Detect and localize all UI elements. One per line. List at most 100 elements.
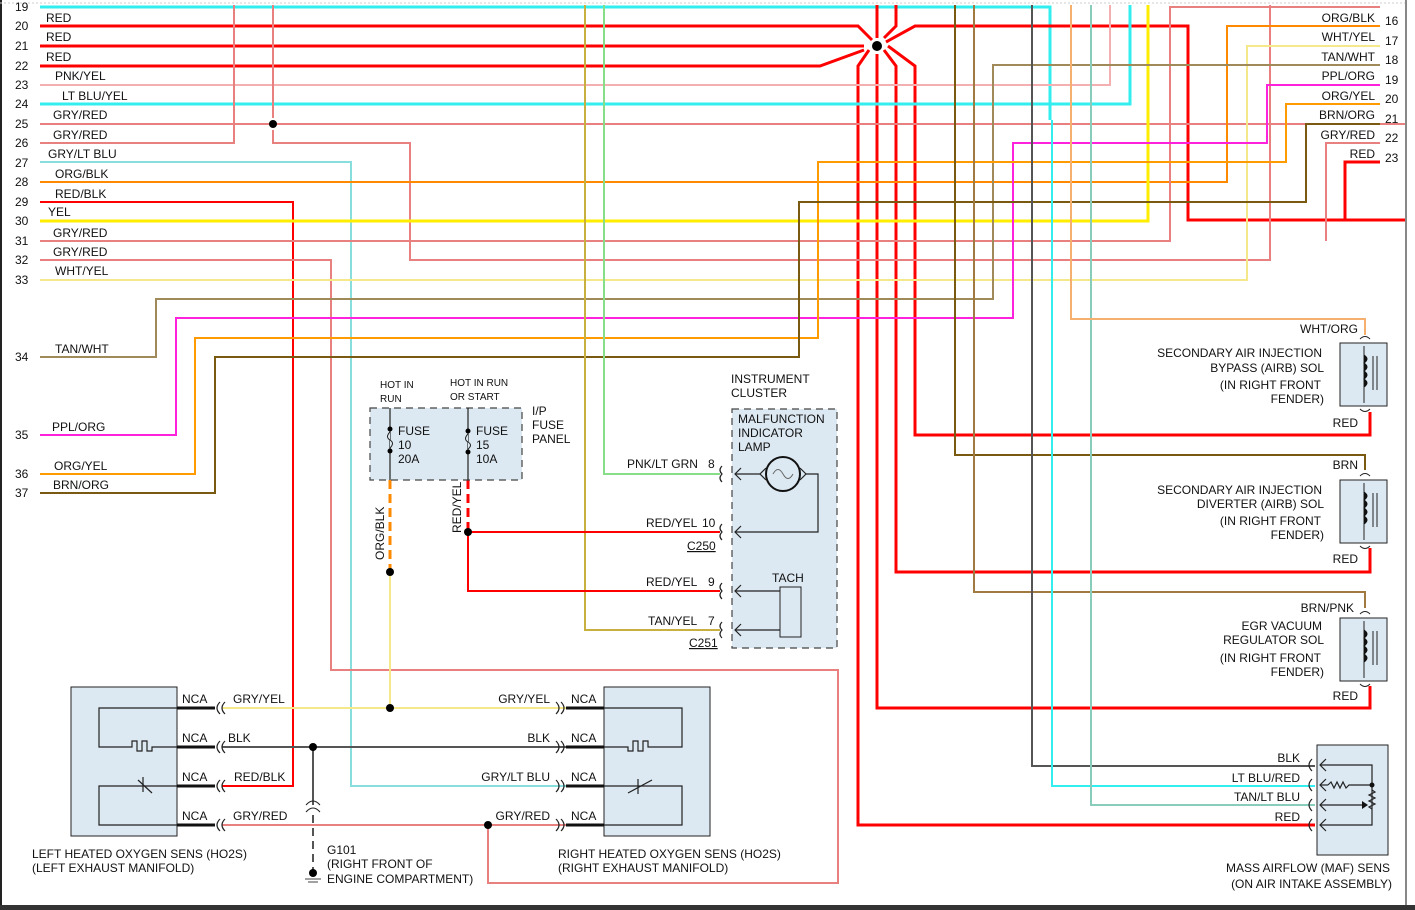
solenoid-location: (IN RIGHT FRONT xyxy=(1220,651,1322,665)
left-pin-number: 32 xyxy=(15,253,29,267)
wire-pin37-brn-org xyxy=(40,123,1380,494)
left-pin-wire-label: YEL xyxy=(48,205,71,219)
left-pin-number: 33 xyxy=(15,273,29,287)
left-pin-number: 25 xyxy=(15,117,29,131)
wire-pin22-red xyxy=(40,48,865,68)
left-pin-wire-label: GRY/RED xyxy=(53,128,108,142)
wire-pin36-org-yel xyxy=(40,103,1380,475)
wire-brn-pnk-egr xyxy=(973,5,1366,608)
maf-wire-label: BLK xyxy=(1277,751,1300,765)
wire-splice-spoke xyxy=(882,5,898,40)
left-ho2s-sensor: NCA NCA NCA NCA GRY/YEL BLK RED/BLK GRY/… xyxy=(32,686,288,875)
connector-icon xyxy=(1359,473,1371,477)
wire-splice25-down xyxy=(272,5,1271,261)
connector-icon xyxy=(555,701,560,715)
ground-name: G101 xyxy=(327,843,357,857)
splice-dot xyxy=(484,821,492,829)
connector-icon xyxy=(719,523,723,541)
wire-splice-red-egr xyxy=(875,54,1372,710)
splice-dot xyxy=(386,568,394,576)
ho2s-wire-label: GRY/YEL xyxy=(498,692,550,706)
left-pin-wire-label: PNK/YEL xyxy=(55,69,106,83)
right-pin-wire-label: GRY/RED xyxy=(1321,128,1376,142)
left-pin-number: 29 xyxy=(15,195,29,209)
ho2s-pin-label: NCA xyxy=(182,731,207,745)
resistor-icon xyxy=(1327,780,1372,790)
connector-c250-label: C250 xyxy=(687,539,716,553)
wire-tan-lt-blu-maf xyxy=(1090,5,1315,806)
splice-dot xyxy=(309,743,317,751)
splice-dot xyxy=(269,120,277,128)
mil-lamp-filament xyxy=(772,469,794,479)
right-ho2s-sensor: NCA NCA NCA NCA GRY/YEL BLK GRY/LT BLU G… xyxy=(481,686,781,875)
solenoid-wire-label: BRN xyxy=(1333,458,1358,472)
ground-location: (RIGHT FRONT OF xyxy=(327,857,433,871)
connector-icon xyxy=(1359,408,1371,412)
left-pin-wire-label: GRY/LT BLU xyxy=(48,147,117,161)
fuse15-terminal xyxy=(465,449,471,455)
right-pin-wire-label: ORG/BLK xyxy=(1322,11,1375,25)
solenoid-title: SECONDARY AIR INJECTION xyxy=(1157,483,1322,497)
wire-splice-red-diverter xyxy=(882,49,1372,574)
wire-pin34-tan-wht xyxy=(40,64,1380,358)
left-pin-wire-label: TAN/WHT xyxy=(55,342,109,356)
right-pin-number: 19 xyxy=(1385,73,1399,87)
variable-resistor-icon xyxy=(1367,789,1377,810)
cluster-pin-wire: RED/YEL xyxy=(646,575,698,589)
connector-icon xyxy=(1308,758,1313,772)
wire-red-yel-pin9 xyxy=(467,532,720,592)
ho2s-title: LEFT HEATED OXYGEN SENS (HO2S) xyxy=(32,847,247,861)
left-pin-number: 19 xyxy=(15,0,29,14)
right-pin-number: 17 xyxy=(1385,34,1399,48)
mil-lamp-icon xyxy=(765,456,801,492)
maf-title: MASS AIRFLOW (MAF) SENS xyxy=(1226,861,1390,875)
sensor-element-icon xyxy=(137,779,153,794)
left-pin-number: 34 xyxy=(15,350,29,364)
left-pin-number: 36 xyxy=(15,467,29,481)
ho2s-wire-label: GRY/RED xyxy=(233,809,288,823)
ho2s-pin-label: NCA xyxy=(182,692,207,706)
left-pin-number: 31 xyxy=(15,234,29,248)
left-pin-number: 37 xyxy=(15,486,29,500)
wire-pin23-pnk-yel xyxy=(40,5,1111,86)
arrow-icon xyxy=(734,525,742,539)
wire-tan-yel xyxy=(584,5,720,631)
wire-rpin23-red xyxy=(1343,160,1380,220)
connector-c251-label: C251 xyxy=(689,636,718,650)
connector-icon xyxy=(216,701,221,715)
left-pin-wire-label: GRY/RED xyxy=(53,245,108,259)
left-pin-wire-label: GRY/RED xyxy=(53,226,108,240)
cluster-pin-wire: PNK/LT GRN xyxy=(627,457,698,471)
ground-g101: G101 (RIGHT FRONT OF ENGINE COMPARTMENT) xyxy=(327,843,473,886)
left-pin-number: 24 xyxy=(15,97,29,111)
maf-circuit xyxy=(1320,764,1373,826)
right-pin-wire-label: BRN/ORG xyxy=(1319,108,1375,122)
ho2s-box xyxy=(70,686,178,837)
arrow-icon xyxy=(1319,758,1327,772)
connector-icon xyxy=(560,740,565,754)
left-pin-number: 20 xyxy=(15,19,29,33)
solenoid-coil-icon xyxy=(1363,629,1368,663)
mil-label: MALFUNCTION xyxy=(738,412,825,426)
connector-icon xyxy=(1359,545,1371,549)
tach-box xyxy=(779,586,802,638)
connector-icon xyxy=(719,621,723,639)
right-pin-number: 18 xyxy=(1385,53,1399,67)
wire-blk-maf xyxy=(1031,5,1315,767)
connector-icon xyxy=(555,818,560,832)
solenoid-title: EGR VACUUM xyxy=(1242,619,1322,633)
left-border xyxy=(0,0,2,905)
left-pin-wire-label: ORG/YEL xyxy=(54,459,108,473)
ground-location: ENGINE COMPARTMENT) xyxy=(327,872,473,886)
maf-location: (ON AIR INTAKE ASSEMBLY) xyxy=(1231,877,1392,891)
ho2s-wire-label: GRY/YEL xyxy=(233,692,285,706)
connector-icon xyxy=(221,818,226,832)
left-pin-wire-label: RED/BLK xyxy=(55,187,106,201)
splice-dot xyxy=(386,704,394,712)
right-pin-number: 16 xyxy=(1385,14,1399,28)
connector-icon xyxy=(221,701,226,715)
wire-pnk-lt-grn xyxy=(603,5,720,475)
solenoid-title: SECONDARY AIR INJECTION xyxy=(1157,346,1322,360)
fuse10-terminal xyxy=(387,448,393,454)
wire-splice-spoke xyxy=(885,24,1405,222)
